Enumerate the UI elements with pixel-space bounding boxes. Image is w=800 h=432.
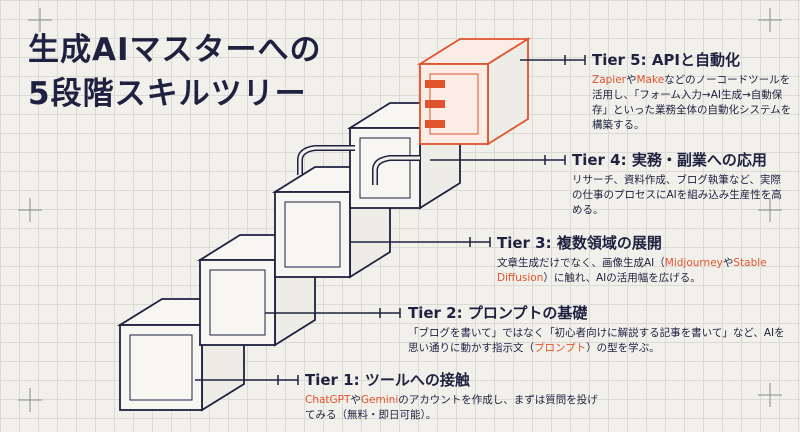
highlight-term: Gemini [360, 394, 399, 406]
description-text: や [350, 394, 361, 406]
tier-4-cube-front [349, 127, 421, 209]
tier-1-heading: Tier 1: ツールへの接触 [305, 371, 470, 389]
tier-4-heading: Tier 4: 実務・副業への応用 [572, 151, 767, 169]
title-line-2: 5段階スキルツリー [28, 76, 307, 112]
tier-2-description: 「ブログを書いて」ではなく「初心者向けに解説する記事を書いて」など、AIを思い通… [408, 326, 788, 356]
description-text: のアカウントを作成し、まずは質問を投げてみる（無料・即日可能）。 [305, 394, 598, 421]
description-text: 文章生成だけでなく、画像生成AI（ [497, 257, 665, 269]
highlight-term: ChatGPT [305, 394, 351, 406]
description-text: や [626, 74, 637, 86]
tier-3-cube-front [274, 191, 351, 278]
tier-2-heading: Tier 2: プロンプトの基礎 [408, 304, 588, 322]
tier-5-accent-bar [425, 100, 445, 108]
page-title: 生成AIマスターへの 5段階スキルツリー [28, 28, 322, 116]
description-text: ）の型を学ぶ。 [586, 342, 660, 354]
tier-5-accent-bar [425, 120, 445, 128]
tier-5-heading: Tier 5: APIと自動化 [592, 51, 741, 69]
title-line-1: 生成AIマスターへの [28, 32, 322, 68]
pipe-inner [373, 156, 420, 185]
description-text: や [722, 257, 734, 269]
highlight-term: プロンプト [534, 342, 587, 354]
description-text: リサーチ、資料作成、ブログ執筆など、実際の仕事のプロセスにAIを組み込み生産性を… [572, 174, 782, 216]
highlight-term: Stable Diffusion [497, 257, 767, 284]
description-text: などのノーコードツールを活用し、「フォーム入力→AI生成→自動保存」といった業務… [592, 74, 792, 131]
tier-5-description: ZapierやMakeなどのノーコードツールを活用し、「フォーム入力→AI生成→… [592, 73, 792, 133]
tier-3: Tier 3: 複数領域の展開 文章生成だけでなく、画像生成AI（Midjour… [497, 233, 767, 286]
highlight-term: Midjourney [664, 257, 723, 269]
description-text: ）に触れ、AIの活用幅を広げる。 [543, 272, 701, 284]
tier-4-description: リサーチ、資料作成、ブログ執筆など、実際の仕事のプロセスにAIを組み込み生産性を… [572, 173, 787, 218]
tier-1-description: ChatGPTやGeminiのアカウントを作成し、まずは質問を投げてみる（無料・… [305, 393, 605, 423]
tier-3-heading: Tier 3: 複数領域の展開 [497, 234, 662, 252]
tier-4-cube-inner [359, 137, 411, 199]
highlight-term: Zapier [592, 74, 626, 86]
tier-2-cube-inner [209, 269, 266, 336]
description-text: 「ブログを書いて」ではなく「初心者向けに解説する記事を書いて」など、AIを思い通… [408, 327, 785, 354]
pipe-inner [298, 146, 355, 175]
highlight-term: Make [636, 74, 665, 86]
tier-3-cube-inner [284, 201, 341, 268]
tier-1-cube-inner [129, 334, 193, 401]
tier-5-accent-bar [425, 80, 445, 88]
tier-1-cube-front [119, 324, 203, 411]
tier-2: Tier 2: プロンプトの基礎 「ブログを書いて」ではなく「初心者向けに解説す… [408, 303, 788, 356]
tier-1: Tier 1: ツールへの接触 ChatGPTやGeminiのアカウントを作成し… [305, 370, 605, 423]
tier-4: Tier 4: 実務・副業への応用 リサーチ、資料作成、ブログ執筆など、実際の仕… [572, 150, 787, 218]
tier-3-description: 文章生成だけでなく、画像生成AI（MidjourneyやStable Diffu… [497, 256, 767, 286]
tier-2-cube-front [199, 259, 276, 346]
tier-5: Tier 5: APIと自動化 ZapierやMakeなどのノーコードツールを活… [592, 50, 792, 133]
